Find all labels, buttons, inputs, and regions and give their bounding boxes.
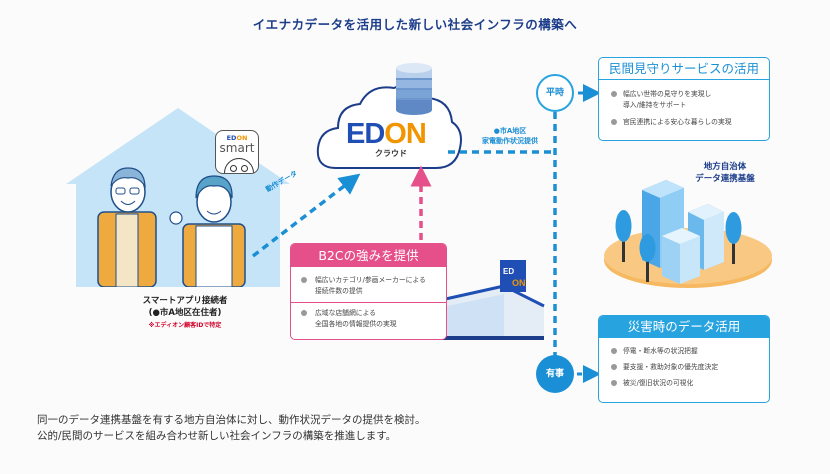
user-note: ※エディオン顧客IDで特定 <box>148 322 222 329</box>
footer-description: 同一のデータ連携基盤を有する地方自治体に対し、動作状況データの提供を検討。 公的… <box>37 414 426 442</box>
private-watch-service-box: 民間見守りサービスの活用 幅広い世帯の見守りを実現し 導入/維持をサポート 官民… <box>598 57 770 141</box>
emergency-item: 被災/復旧状況の可視化 <box>599 378 769 389</box>
normal-time-badge: 平時 <box>536 74 574 112</box>
mascot-icon <box>224 158 254 173</box>
bullet-icon <box>611 348 617 354</box>
b2c-item: 幅広いカテゴリ/参画メーカーによる 接続件数の提供 <box>291 275 446 297</box>
normal-time-item: 幅広い世帯の見守りを実現し 導入/維持をサポート <box>599 89 769 111</box>
edion-smart-app-icon: EDON smart <box>215 130 259 174</box>
elderly-woman-figure <box>169 175 246 287</box>
bullet-icon <box>301 277 307 283</box>
house-illustration <box>66 108 290 287</box>
b2c-heading: B2Cの強みを提供 <box>291 244 446 267</box>
bullet-icon <box>301 310 307 316</box>
tree-icon <box>725 212 742 264</box>
bullet-icon <box>611 364 617 370</box>
database-icon <box>396 63 432 115</box>
building-front <box>662 228 700 284</box>
tree-icon <box>639 234 656 282</box>
normal-time-item: 官民連携による安心な暮らしの実現 <box>599 117 769 128</box>
bullet-icon <box>611 380 617 386</box>
bullet-icon <box>611 119 617 125</box>
emergency-badge: 有事 <box>536 355 574 393</box>
edion-cloud <box>316 63 462 169</box>
disaster-data-heading: 災害時のデータ活用 <box>599 316 769 338</box>
private-watch-heading: 民間見守りサービスの活用 <box>599 58 769 80</box>
provide-label: ●市A地区 家電動作状況提供 <box>482 127 538 145</box>
municipality-city-illustration <box>604 180 772 288</box>
app-name: smart <box>219 141 255 155</box>
disaster-data-box: 災害時のデータ活用 停電・断水等の状況把握 要支援・救助対象の優先度決定 被災/… <box>598 315 770 403</box>
app-brand-logo: EDON <box>226 134 248 142</box>
b2c-item: 広域な店舗網による 全国各地の情報提供の実現 <box>291 308 446 330</box>
bullet-icon <box>611 91 617 97</box>
b2c-strength-box: B2Cの強みを提供 幅広いカテゴリ/参画メーカーによる 接続件数の提供 広域な店… <box>290 243 447 340</box>
elderly-man-figure <box>97 167 157 287</box>
tree-icon <box>615 210 632 262</box>
emergency-item: 停電・断水等の状況把握 <box>599 346 769 357</box>
store-sign-on: ON <box>512 278 526 288</box>
divider <box>291 302 446 303</box>
edion-logo: EDON <box>346 118 427 150</box>
store-sign-ed: ED <box>503 267 514 276</box>
diagram-title: イエナカデータを活用した新しい社会インフラの構築へ <box>252 17 578 32</box>
cloud-subtitle: クラウド <box>375 149 407 158</box>
municipality-label: 地方自治体 データ連携基盤 <box>695 162 755 184</box>
user-label: スマートアプリ接続者 (●市A地区在住者) <box>142 296 228 318</box>
emergency-item: 要支援・救助対象の優先度決定 <box>599 362 769 373</box>
